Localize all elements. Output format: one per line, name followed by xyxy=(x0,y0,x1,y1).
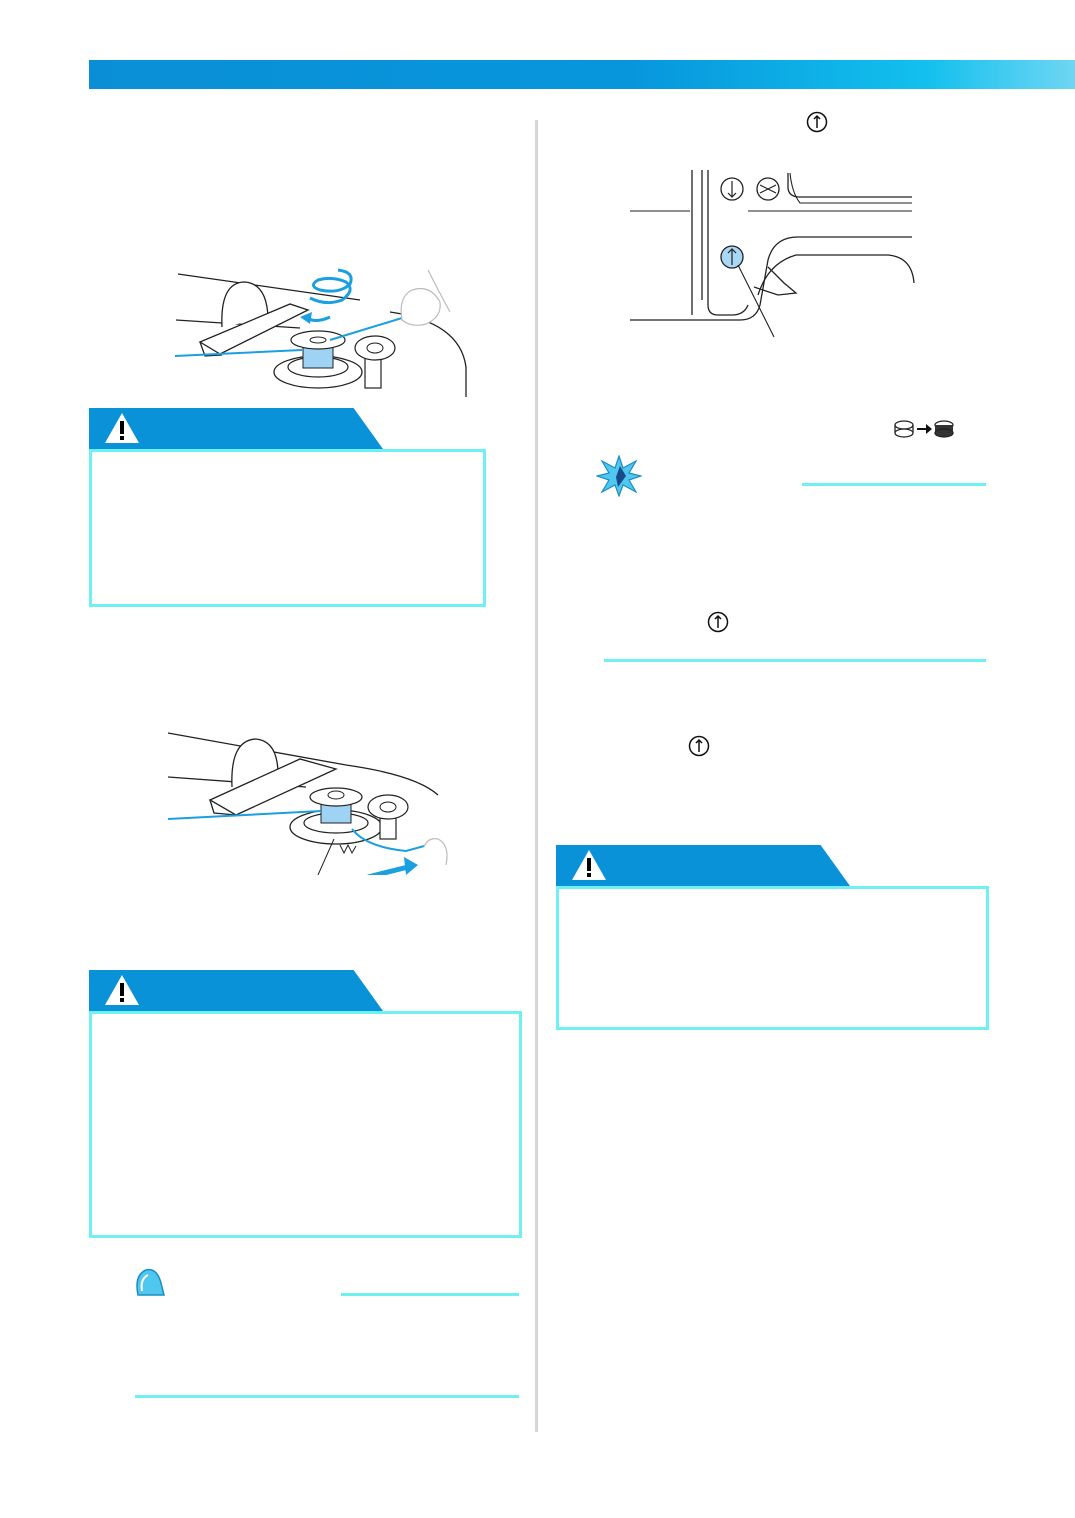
needle-position-button-icon xyxy=(806,111,828,133)
bobbin-cutter-illustration xyxy=(166,725,448,875)
needle-position-button-icon xyxy=(688,735,710,757)
needle-position-panel-illustration xyxy=(628,165,918,340)
note-inline-needle-icon xyxy=(707,611,729,633)
warning-triangle-icon xyxy=(105,413,139,443)
note-bottom-rule xyxy=(604,659,986,662)
bobbin-winding-illustration xyxy=(170,262,475,402)
caution-box-3 xyxy=(556,886,989,1030)
column-divider xyxy=(535,120,538,1432)
caution-tab-1 xyxy=(89,408,383,449)
memo-top-rule xyxy=(341,1293,519,1296)
caution-tab-2 xyxy=(89,970,383,1011)
memo-bell-icon xyxy=(128,1265,166,1301)
note-top-rule xyxy=(802,483,986,486)
caution-box-2 xyxy=(89,1011,522,1238)
caution-tab-3 xyxy=(556,845,850,886)
header-band xyxy=(89,60,1075,89)
note-star-icon xyxy=(596,455,642,497)
warning-triangle-icon xyxy=(572,850,606,880)
warning-triangle-icon xyxy=(105,975,139,1005)
caution-box-1 xyxy=(89,449,486,607)
bobbin-to-full-icon xyxy=(893,418,955,440)
memo-bottom-rule xyxy=(135,1395,519,1398)
